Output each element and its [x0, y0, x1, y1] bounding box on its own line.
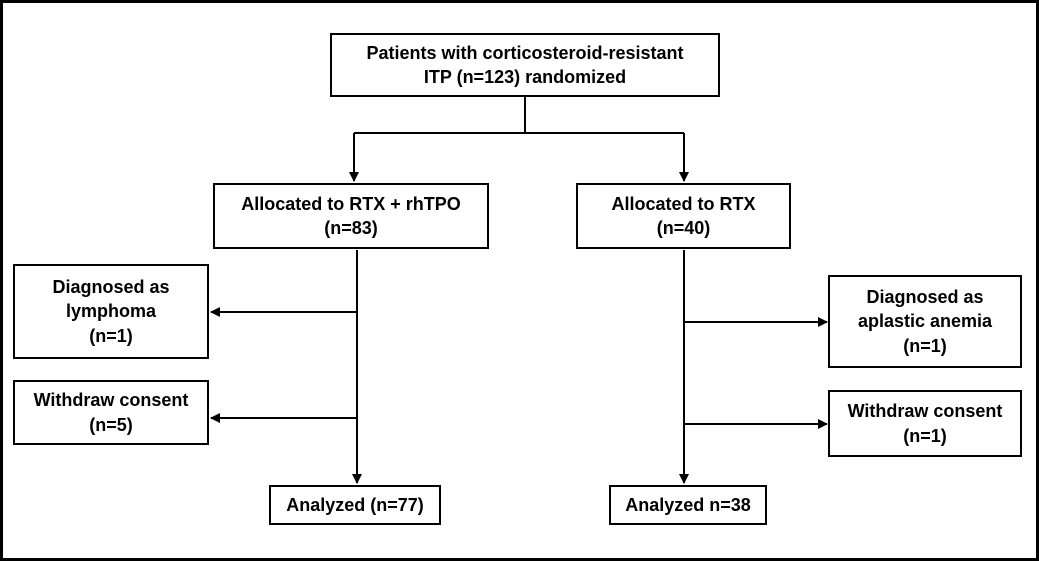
randomized-line2: ITP (n=123) randomized	[423, 67, 627, 87]
aplastic-box: Diagnosed as aplastic anemia (n=1)	[828, 275, 1022, 368]
rtx-rhtpo-line2: (n=83)	[324, 218, 378, 238]
randomized-line1: Patients with corticosteroid-resistant	[366, 42, 684, 63]
right-withdraw-box: Withdraw consent (n=1)	[828, 390, 1022, 457]
aplastic-line3: (n=1)	[903, 335, 947, 356]
aplastic-line1: Diagnosed as	[866, 287, 984, 308]
lymphoma-box: Diagnosed as lymphoma (n=1)	[13, 264, 209, 359]
right-withdraw-line1: Withdraw consent	[847, 401, 1003, 422]
rtx-line1: Allocated to RTX	[611, 193, 756, 214]
randomized-box: Patients with corticosteroid-resistant I…	[330, 33, 720, 97]
aplastic-line2: aplastic anemia	[857, 311, 993, 332]
rtx-rhtpo-box: Allocated to RTX + rhTPO (n=83)	[213, 183, 489, 249]
rtx-box: Allocated to RTX (n=40)	[576, 183, 791, 249]
left-withdraw-line2: (n=5)	[89, 414, 133, 435]
right-analyzed-box: Analyzed n=38	[609, 485, 767, 525]
right-withdraw-line2: (n=1)	[903, 425, 947, 446]
lymphoma-line3: (n=1)	[89, 325, 133, 346]
lymphoma-line2: lymphoma	[65, 301, 157, 322]
lymphoma-line1: Diagnosed as	[52, 277, 170, 298]
rtx-line2: (n=40)	[656, 218, 711, 238]
left-analyzed-label: Analyzed (n=77)	[286, 494, 424, 515]
left-analyzed-box: Analyzed (n=77)	[269, 485, 441, 525]
right-analyzed-label: Analyzed n=38	[625, 494, 751, 515]
rtx-rhtpo-line1: Allocated to RTX + rhTPO	[241, 193, 461, 214]
left-withdraw-box: Withdraw consent (n=5)	[13, 380, 209, 445]
left-withdraw-line1: Withdraw consent	[33, 390, 189, 411]
